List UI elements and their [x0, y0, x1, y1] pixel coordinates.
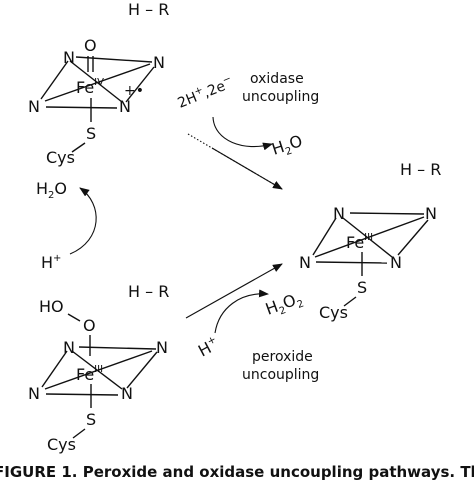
oxidase-label-line2: uncoupling [242, 89, 319, 105]
nitrogen-atom: N [28, 97, 40, 116]
hydroperoxo-ferric-complex: H – R HO O N N N N FeIII S Cys [28, 282, 169, 454]
cysteine-label: Cys [47, 435, 76, 454]
cysteine-label: Cys [46, 148, 75, 167]
sulfur-atom: S [86, 410, 96, 429]
figure-caption: FIGURE 1. Peroxide and oxidase uncouplin… [0, 463, 474, 481]
nitrogen-atom: N [153, 53, 165, 72]
peroxide-release-arrow[interactable] [214, 289, 269, 334]
oxidase-main-arrow-tail [187, 133, 283, 190]
peroxide-label-line1: peroxide [252, 349, 313, 365]
oxidase-uncoupling-path: oxidase uncoupling 2H+,2e− H2O [175, 71, 319, 190]
nitrogen-atom: N [121, 384, 133, 403]
sulfur-atom: S [357, 278, 367, 297]
nitrogen-atom: N [156, 338, 168, 357]
oxygen-atom: O [83, 316, 96, 335]
porphyrin-edge [349, 212, 425, 215]
radical-cation-label: +• [124, 83, 144, 99]
nitrogen-atom: N [28, 384, 40, 403]
oxidase-water-product: H2O [269, 131, 305, 162]
substrate-label-right: H – R [400, 160, 441, 179]
oxo-atom: O [84, 36, 97, 55]
nitrogen-atom: N [119, 97, 131, 116]
hydroxyl-group: HO [39, 297, 64, 316]
peroxide-label-line2: uncoupling [242, 367, 319, 383]
porphyrin-edge [78, 346, 157, 350]
water-formation-arrow[interactable] [212, 116, 273, 151]
nitrogen-atom: N [63, 338, 75, 357]
nitrogen-atom: N [425, 204, 437, 223]
water-label: H2O [36, 179, 67, 201]
cysteine-label: Cys [319, 303, 348, 322]
protons-electrons-label: 2H+,2e− [175, 73, 236, 111]
protonation-step: H2O H+ [36, 179, 97, 272]
nitrogen-atom: N [63, 48, 75, 67]
porphyrin-edge [75, 56, 153, 63]
oxidase-main-arrow[interactable] [211, 147, 283, 190]
iron-center: FeIII [76, 364, 103, 384]
nitrogen-atom: N [333, 204, 345, 223]
iron-center: FeIV [76, 77, 104, 97]
water-release-arrow[interactable] [69, 187, 97, 255]
peroxide-uncoupling-path: H2O2 H+ peroxide uncoupling [185, 263, 319, 383]
proton-label: H+ [41, 253, 61, 272]
proton-label-peroxide: H+ [195, 334, 222, 360]
substrate-label-top: H – R [128, 0, 169, 19]
resting-ferric-complex: H – R N N N N FeIII S Cys [299, 160, 441, 322]
peroxide-main-arrow[interactable] [185, 263, 283, 319]
oxidase-label-line1: oxidase [250, 71, 304, 87]
nitrogen-atom: N [299, 253, 311, 272]
sulfur-atom: S [86, 124, 96, 143]
compound-i-complex: H – R O N N N N FeIV +• S Cys [28, 0, 169, 167]
substrate-label-bottom: H – R [128, 282, 169, 301]
peroxide-product: H2O2 [263, 288, 306, 321]
iron-center: FeIII [346, 232, 373, 252]
nitrogen-atom: N [390, 253, 402, 272]
